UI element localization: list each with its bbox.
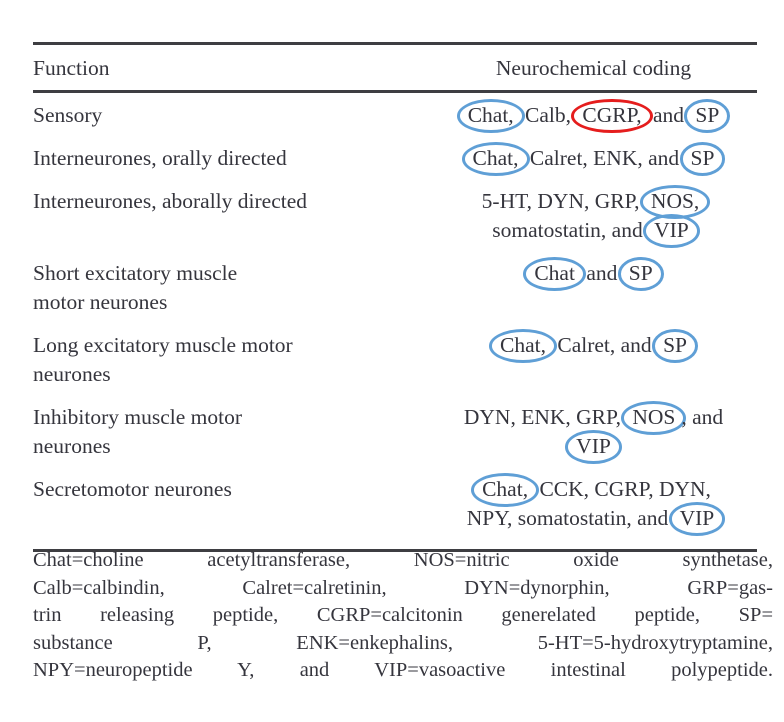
table-row: Sensory Chat, Calb, CGRP, and SP xyxy=(33,99,757,133)
coding-cell: Chat, CCK, CGRP, DYN,NPY, somatostatin, … xyxy=(430,473,757,536)
table-row: Short excitatory muscle motor neurones Cha… xyxy=(33,257,757,317)
function-cell: Short excitatory muscle motor neurones xyxy=(33,259,430,317)
coding-text: somatostatin, and xyxy=(492,218,649,242)
coding-cell: 5-HT, DYN, GRP, NOS,somatostatin, and VI… xyxy=(430,185,757,248)
annotation-ellipse-blue: SP xyxy=(679,142,726,176)
footnote-line: Calb=calbindin, Calret=calretinin, DYN=d… xyxy=(33,576,773,599)
coding-cell: Chat and SP xyxy=(430,257,757,317)
annotation-ellipse-blue: Chat, xyxy=(489,329,557,363)
coding-text-line: DYN, ENK, GRP, NOS, and xyxy=(430,401,757,435)
column-header-neurochemical-coding: Neurochemical coding xyxy=(495,56,692,80)
coding-cell: Chat, Calb, CGRP, and SP xyxy=(430,99,757,133)
footnote-line: substance P, ENK=enkephalins, 5-HT=5-hyd… xyxy=(33,631,773,654)
function-cell: Secretomotor neurones xyxy=(33,475,430,533)
table-row: Long excitatory muscle motor neurones Chat… xyxy=(33,329,757,389)
function-text-line: Secretomotor neurones xyxy=(33,477,232,501)
function-text-line: Long excitatory muscle motor xyxy=(33,333,293,357)
coding-text: Calret, ENK, and xyxy=(524,146,685,170)
coding-text-line: NPY, somatostatin, and VIP xyxy=(430,502,757,536)
coding-text: DYN, ENK, GRP, xyxy=(463,405,627,429)
coding-text: , and xyxy=(681,405,724,429)
annotation-ellipse-blue: NOS, xyxy=(639,185,711,219)
annotation-ellipse-red: CGRP, xyxy=(571,99,653,133)
function-text-line: motor neurones xyxy=(33,290,168,314)
coding-text-line: Chat, Calb, CGRP, and SP xyxy=(430,99,757,133)
annotation-ellipse-blue: Chat, xyxy=(471,473,540,507)
function-cell: Interneurones, orally directed xyxy=(33,144,430,173)
footnote-line: Chat=choline acetyltransferase, NOS=nitr… xyxy=(33,549,773,571)
annotation-ellipse-blue: NOS xyxy=(621,401,687,435)
coding-text: Calret, and xyxy=(551,333,658,357)
footnote-line: NPY=neuropeptide Y, and VIP=vasoactive i… xyxy=(33,659,773,681)
coding-text: and xyxy=(647,103,690,127)
coding-text-line: Chat, Calret, ENK, and SP xyxy=(430,142,757,176)
table-header-rule xyxy=(33,90,757,93)
function-text-line: neurones xyxy=(33,362,111,386)
coding-text-line: Chat, Calret, and SP xyxy=(430,329,757,363)
coding-text-line: Chat and SP xyxy=(430,257,757,291)
coding-text-line: VIP xyxy=(430,430,757,464)
annotation-ellipse-blue: SP xyxy=(684,99,731,133)
coding-text: 5-HT, DYN, GRP, xyxy=(481,189,645,213)
function-cell: Inhibitory muscle motor neurones xyxy=(33,403,430,461)
footnote: Chat=choline acetyltransferase, NOS=nitr… xyxy=(33,547,773,685)
function-cell: Sensory xyxy=(33,101,430,130)
table-bottom-rule xyxy=(33,549,757,552)
coding-text: Calb, xyxy=(519,103,577,127)
annotation-ellipse-blue: Chat xyxy=(523,257,586,291)
annotation-ellipse-blue: VIP xyxy=(668,502,726,536)
table-header-row: Function Neurochemical coding xyxy=(33,45,757,90)
annotation-ellipse-blue: VIP xyxy=(565,430,622,464)
coding-text-line: Chat, CCK, CGRP, DYN, xyxy=(430,473,757,507)
table-top-rule xyxy=(33,42,757,45)
function-text-line: Interneurones, aborally directed xyxy=(33,189,307,213)
function-cell: Interneurones, aborally directed xyxy=(33,187,430,245)
annotation-ellipse-blue: VIP xyxy=(643,214,700,248)
function-text-line: Interneurones, orally directed xyxy=(33,146,287,170)
annotation-ellipse-blue: Chat, xyxy=(456,99,525,133)
coding-text: NPY, somatostatin, and xyxy=(466,506,674,530)
function-text-line: neurones xyxy=(33,434,111,458)
function-text-line: Short excitatory muscle xyxy=(33,261,238,285)
annotation-ellipse-blue: Chat, xyxy=(461,142,530,176)
table-row: Secretomotor neurones Chat, CCK, CGRP, DY… xyxy=(33,473,757,536)
coding-text-line: somatostatin, and VIP xyxy=(430,214,757,248)
coding-text: CCK, CGRP, DYN, xyxy=(534,477,711,501)
coding-cell: Chat, Calret, ENK, and SP xyxy=(430,142,757,176)
coding-cell: Chat, Calret, and SP xyxy=(430,329,757,389)
footnote-line: trin releasing peptide, CGRP=calcitonin … xyxy=(33,604,773,626)
annotation-ellipse-blue: SP xyxy=(617,257,664,291)
column-header-function: Function xyxy=(33,56,110,80)
annotation-ellipse-blue: SP xyxy=(652,329,698,363)
table-row: Interneurones, aborally directed 5-HT, DY… xyxy=(33,185,757,248)
function-text-line: Sensory xyxy=(33,103,103,127)
table-row: Inhibitory muscle motor neurones DYN, ENK,… xyxy=(33,401,757,464)
table-row: Interneurones, orally directed Chat, Calr… xyxy=(33,142,757,176)
function-cell: Long excitatory muscle motor neurones xyxy=(33,331,430,389)
function-text-line: Inhibitory muscle motor xyxy=(33,405,242,429)
coding-text: and xyxy=(580,261,623,285)
coding-text-line: 5-HT, DYN, GRP, NOS, xyxy=(430,185,757,219)
